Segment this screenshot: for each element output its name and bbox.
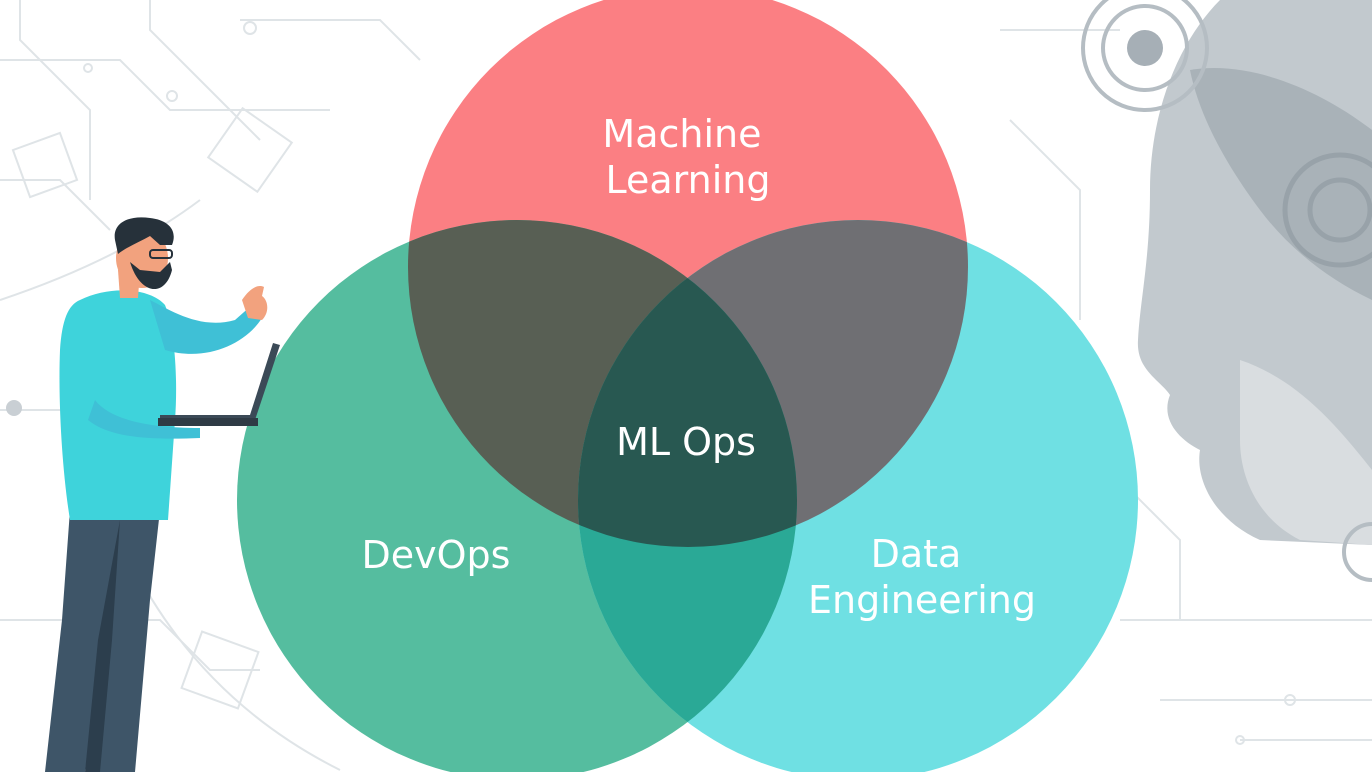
mlops-label: ML Ops	[616, 420, 756, 464]
mlops-center-overlap	[578, 220, 797, 547]
venn-diagram: Machine Learning ML Ops DevOps Data Engi…	[237, 0, 1138, 772]
robot-head-illustration	[1081, 0, 1372, 582]
data-engineering-label: Data Engineering	[808, 532, 1036, 622]
person-with-laptop-illustration	[45, 217, 280, 772]
person-shirt	[59, 290, 177, 520]
circuit-node	[6, 400, 22, 416]
machine-learning-label: Machine Learning	[602, 112, 773, 202]
devops-label: DevOps	[362, 533, 511, 577]
